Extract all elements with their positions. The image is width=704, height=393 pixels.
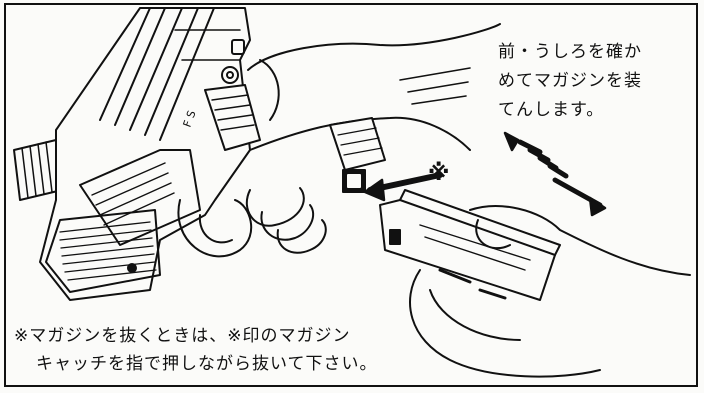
instructions-bottom: ※マガジンを抜くときは、※印のマガジン キャッチを指で押しながら抜いて下さい。 bbox=[14, 322, 378, 378]
trigger-guard bbox=[177, 66, 261, 258]
gun-body bbox=[39, 7, 251, 301]
instructions-top: 前・うしろを確か めてマガジンを装 てんします。 bbox=[498, 38, 688, 125]
selector-label: F S bbox=[181, 109, 199, 129]
magazine bbox=[379, 189, 561, 301]
instruction-line-3: てんします。 bbox=[498, 100, 605, 120]
instruction-line-2: めてマガジンを装 bbox=[498, 71, 642, 91]
gun-barrel bbox=[13, 139, 63, 201]
double-arrow bbox=[503, 131, 607, 217]
note-line-1: ※マガジンを抜くときは、※印のマガジン bbox=[14, 326, 351, 346]
insert-arrow bbox=[363, 172, 443, 202]
note-line-2: キャッチを指で押しながら抜いて下さい。 bbox=[36, 354, 378, 374]
left-hand bbox=[409, 205, 691, 378]
catch-marker: ※ bbox=[428, 161, 449, 186]
right-hand bbox=[245, 23, 501, 254]
instruction-line-1: 前・うしろを確か bbox=[498, 42, 642, 62]
